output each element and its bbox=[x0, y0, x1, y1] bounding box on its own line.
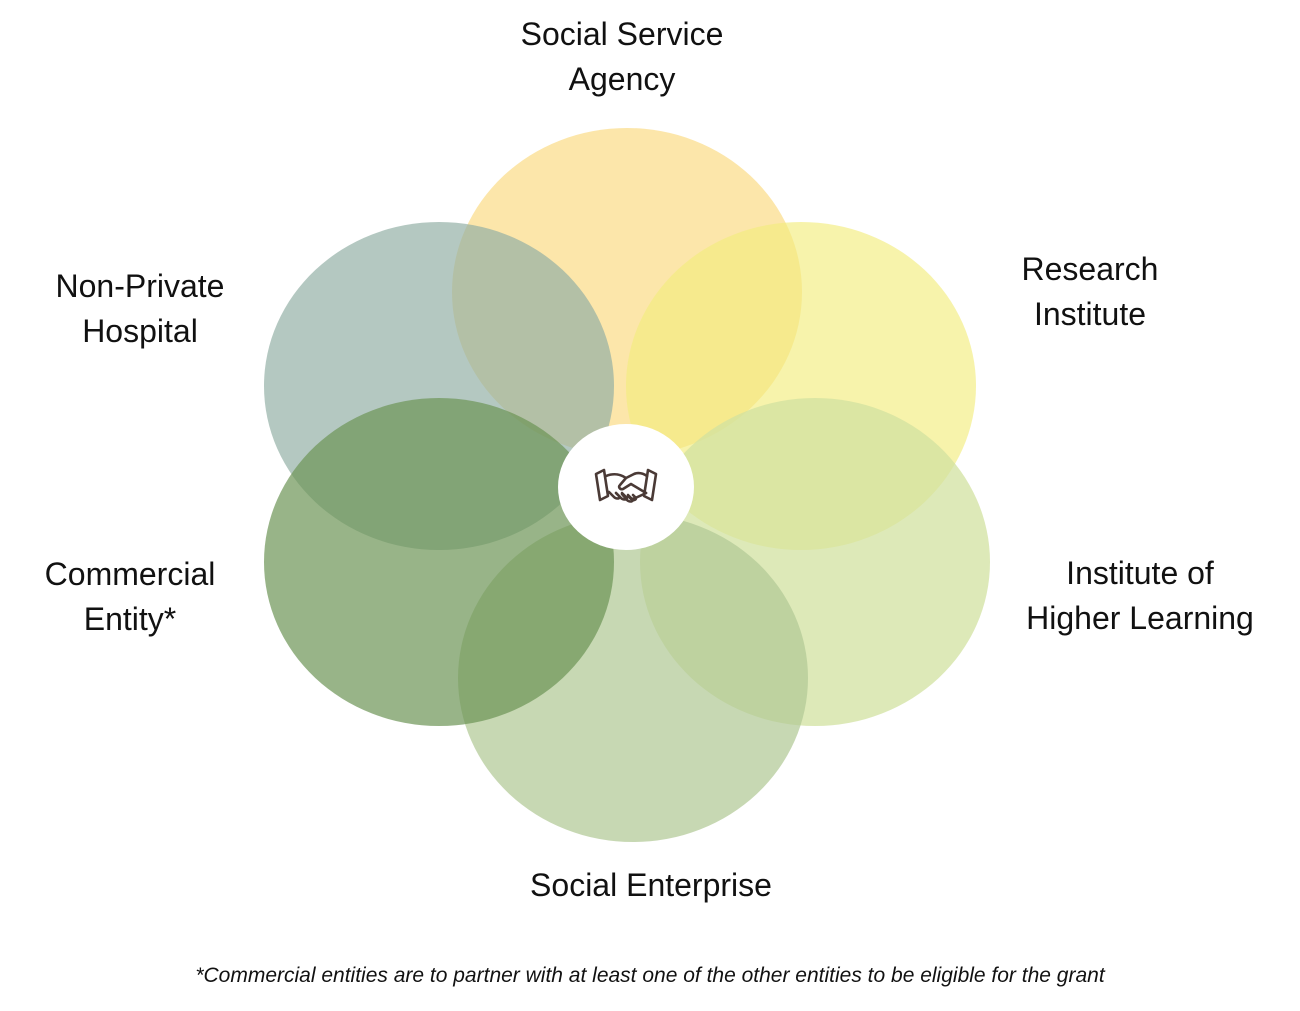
label-line: Entity* bbox=[83, 601, 177, 637]
label-line: Research bbox=[1021, 251, 1159, 287]
label-line: Social Enterprise bbox=[530, 867, 772, 903]
label-line: Agency bbox=[568, 61, 676, 97]
label-social-service-agency: Social Service Agency bbox=[472, 12, 772, 102]
label-line: Higher Learning bbox=[1026, 600, 1254, 636]
petal-commercial-entity bbox=[264, 398, 614, 726]
label-commercial-entity: Commercial Entity* bbox=[20, 552, 240, 642]
label-line: Hospital bbox=[82, 313, 198, 349]
label-line: Institute of bbox=[1066, 555, 1214, 591]
label-institute-of-higher-learning: Institute of Higher Learning bbox=[1005, 551, 1275, 641]
label-line: Commercial bbox=[44, 556, 216, 592]
label-line: Institute bbox=[1033, 296, 1147, 332]
label-line: Non-Private bbox=[55, 268, 225, 304]
footnote: *Commercial entities are to partner with… bbox=[195, 964, 1105, 987]
label-research-institute: Research Institute bbox=[980, 247, 1200, 337]
handshake-icon bbox=[594, 468, 658, 503]
label-line: Social Service bbox=[520, 16, 724, 52]
label-non-private-hospital: Non-Private Hospital bbox=[30, 264, 250, 354]
label-social-enterprise: Social Enterprise bbox=[491, 863, 811, 908]
